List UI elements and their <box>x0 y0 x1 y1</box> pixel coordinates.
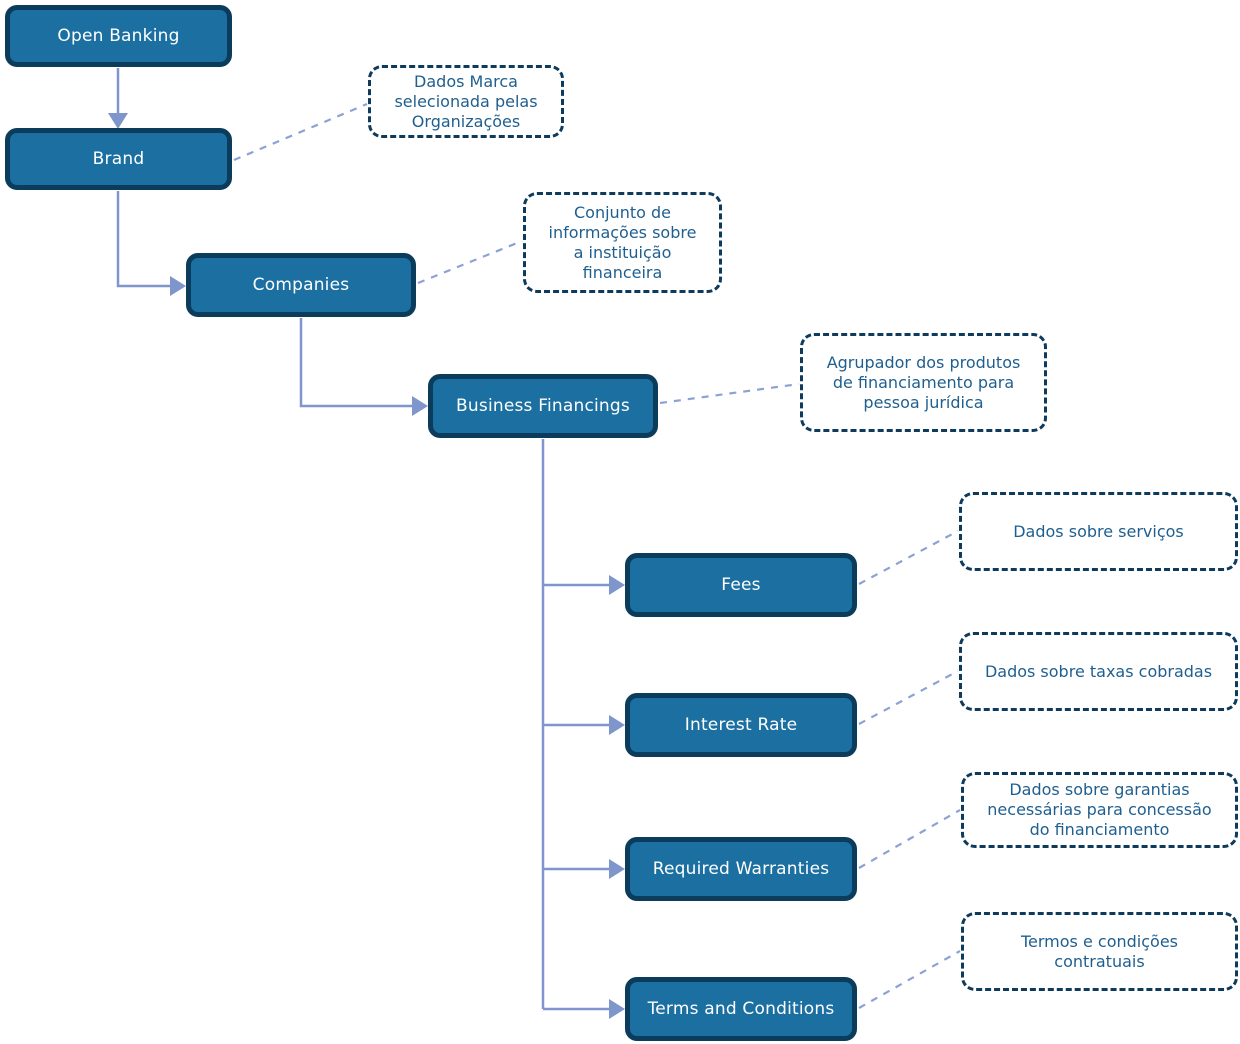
annotation-brand: Dados Marca selecionada pelas Organizaçõ… <box>368 65 564 138</box>
arrowhead-right-icon <box>609 999 625 1019</box>
node-open-banking: Open Banking <box>5 5 232 67</box>
annotation-required-warranties: Dados sobre garantias necessárias para c… <box>961 772 1238 848</box>
edge-arrowheads <box>108 113 625 1019</box>
node-business-financings: Business Financings <box>428 374 658 438</box>
arrowhead-right-icon <box>412 396 428 416</box>
arrowhead-down-icon <box>108 113 128 129</box>
annotation-interest-rate: Dados sobre taxas cobradas <box>959 632 1238 711</box>
annline-requiredwarranties <box>858 809 961 869</box>
node-terms-and-conditions: Terms and Conditions <box>625 977 857 1041</box>
annline-interestrate <box>858 670 959 725</box>
annotation-fees: Dados sobre serviços <box>959 492 1238 571</box>
arrowhead-right-icon <box>609 575 625 595</box>
annotation-fees-text: Dados sobre serviços <box>1013 521 1184 541</box>
arrowhead-right-icon <box>609 859 625 879</box>
annline-businessfinancings <box>659 382 800 405</box>
arrowhead-right-icon <box>170 276 186 296</box>
annotation-companies-text: Conjunto de informações sobre a institui… <box>548 202 697 282</box>
node-brand: Brand <box>5 128 232 190</box>
arrowhead-right-icon <box>609 715 625 735</box>
annline-companies <box>417 239 523 285</box>
annotation-dashed-lines <box>233 102 961 1009</box>
annotation-required-warranties-text: Dados sobre garantias necessárias para c… <box>987 780 1212 839</box>
annotation-interest-rate-text: Dados sobre taxas cobradas <box>984 661 1213 681</box>
annotation-brand-text: Dados Marca selecionada pelas Organizaçõ… <box>394 71 538 131</box>
edge-companies-businessfinancings <box>299 318 416 408</box>
annotation-terms-and-conditions: Termos e condições contratuais <box>961 912 1238 991</box>
node-required-warranties: Required Warranties <box>625 837 857 901</box>
node-interest-rate: Interest Rate <box>625 693 857 757</box>
annotation-terms-and-conditions-text: Termos e condições contratuais <box>1020 931 1178 971</box>
annotation-companies: Conjunto de informações sobre a institui… <box>523 192 722 293</box>
annline-termsconditions <box>858 950 961 1009</box>
node-fees: Fees <box>625 553 857 617</box>
annline-fees <box>858 530 959 585</box>
annotation-business-financings: Agrupador dos produtos de financiamento … <box>800 333 1047 432</box>
annotation-business-financings-text: Agrupador dos produtos de financiamento … <box>826 352 1021 412</box>
solid-edge-lines <box>116 68 613 1011</box>
node-companies: Companies <box>186 253 416 317</box>
edge-brand-companies <box>116 191 174 288</box>
annline-brand <box>233 102 368 162</box>
